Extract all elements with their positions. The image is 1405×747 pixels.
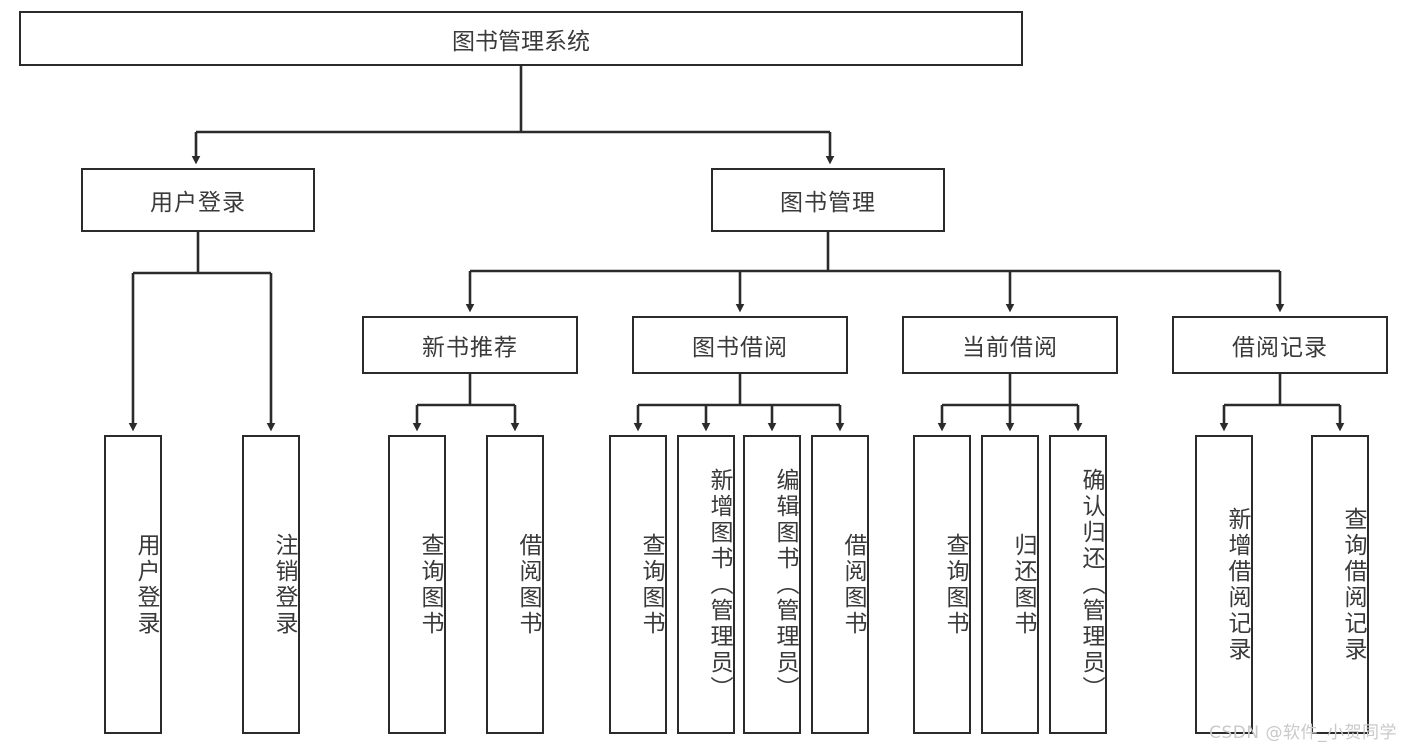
leaf-edit-book-admin[interactable]: 编辑图书（管理员） — [743, 435, 801, 734]
leaf-user-logout[interactable]: 注销登录 — [242, 435, 300, 734]
node-label: 编辑图书（管理员） — [772, 467, 798, 702]
node-label: 查询借阅记录 — [1340, 506, 1366, 663]
node-book-borrow[interactable]: 图书借阅 — [632, 316, 848, 374]
node-label: 新增借阅记录 — [1224, 506, 1250, 663]
node-label: 新增图书（管理员） — [706, 467, 732, 702]
leaf-query-book-borrow[interactable]: 查询图书 — [609, 435, 667, 734]
node-label: 当前借阅 — [962, 335, 1058, 361]
node-user-login[interactable]: 用户登录 — [81, 168, 315, 232]
leaf-borrow-book-recommend[interactable]: 借阅图书 — [486, 435, 544, 734]
node-label: 图书管理系统 — [452, 28, 590, 55]
node-label: 图书借阅 — [692, 335, 788, 361]
leaf-query-book-recommend[interactable]: 查询图书 — [388, 435, 446, 734]
node-label: 确认归还（管理员） — [1078, 467, 1104, 702]
node-label: 新书推荐 — [422, 335, 518, 361]
node-book-management[interactable]: 图书管理 — [711, 168, 945, 232]
node-borrow-record[interactable]: 借阅记录 — [1172, 316, 1388, 374]
leaf-add-borrow-record[interactable]: 新增借阅记录 — [1195, 435, 1253, 734]
node-label: 查询图书 — [638, 532, 664, 637]
node-label: 用户登录 — [150, 190, 246, 216]
leaf-query-borrow-record[interactable]: 查询借阅记录 — [1311, 435, 1369, 734]
node-label: 借阅图书 — [515, 532, 541, 637]
leaf-borrow-book[interactable]: 借阅图书 — [811, 435, 869, 734]
node-root-book-management-system[interactable]: 图书管理系统 — [19, 11, 1023, 66]
leaf-user-login[interactable]: 用户登录 — [104, 435, 162, 734]
leaf-add-book-admin[interactable]: 新增图书（管理员） — [677, 435, 735, 734]
node-label: 借阅图书 — [840, 532, 866, 637]
node-label: 用户登录 — [133, 532, 159, 637]
leaf-query-book-current[interactable]: 查询图书 — [913, 435, 971, 734]
node-label: 注销登录 — [271, 532, 297, 637]
leaf-return-book[interactable]: 归还图书 — [981, 435, 1039, 734]
node-label: 查询图书 — [417, 532, 443, 637]
node-new-book-recommend[interactable]: 新书推荐 — [362, 316, 578, 374]
node-label: 查询图书 — [942, 532, 968, 637]
node-label: 借阅记录 — [1232, 335, 1328, 361]
node-current-borrow[interactable]: 当前借阅 — [902, 316, 1118, 374]
leaf-confirm-return-admin[interactable]: 确认归还（管理员） — [1049, 435, 1107, 734]
node-label: 归还图书 — [1010, 532, 1036, 637]
node-label: 图书管理 — [780, 190, 876, 216]
